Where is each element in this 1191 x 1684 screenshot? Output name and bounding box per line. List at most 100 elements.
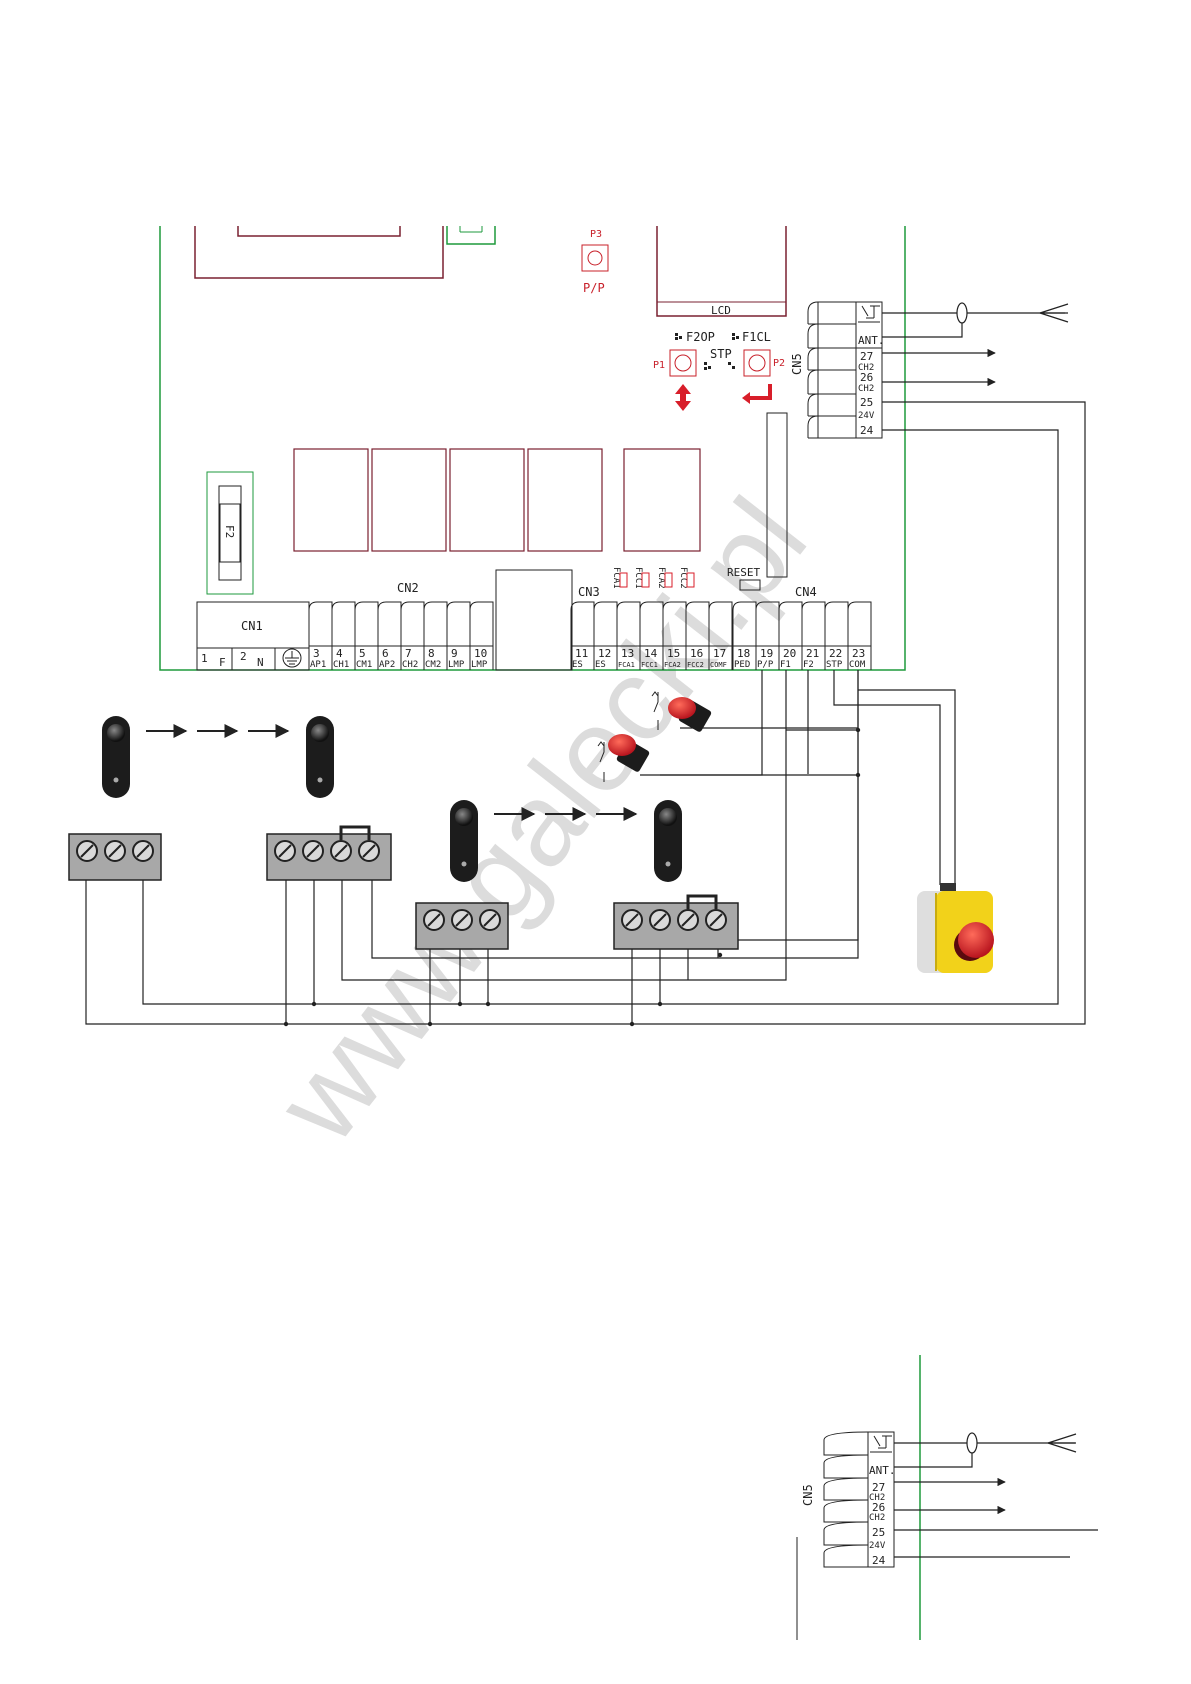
terminal-17-number: 17	[713, 647, 726, 660]
cn5-detail-27n: CH2	[869, 1493, 885, 1503]
cn5-terminal-labels: ANT. 27 CH2 26 CH2 25 24V 24	[858, 334, 885, 437]
relays	[293, 448, 701, 552]
enter-arrow-icon	[742, 384, 772, 404]
jumper-fca1: FCA1	[611, 567, 621, 589]
terminal-3-name: AP1	[310, 660, 326, 670]
jumper-fcc1: FCC1	[633, 567, 643, 589]
terminal-strip: 3AP14CH15CM16AP27CH28CM29LMP10LMP11ES12E…	[308, 601, 872, 670]
terminal-14-number: 14	[644, 647, 658, 660]
terminal-22-name: STP	[826, 660, 843, 670]
cn5-26-num: 26	[860, 371, 873, 384]
terminal-21-number: 21	[806, 647, 819, 660]
terminal-9-number: 9	[451, 647, 458, 660]
cn5-detail-24: 24	[872, 1554, 886, 1567]
up-down-arrow-icon	[675, 384, 691, 411]
terminal-18-number: 18	[737, 647, 750, 660]
p2-button	[743, 349, 771, 377]
terminal-12-name: ES	[595, 660, 606, 670]
cn2-label: CN2	[397, 581, 419, 595]
terminal-10-number: 10	[474, 647, 487, 660]
reset-button	[739, 579, 761, 591]
jumper-fcc2: FCC2	[678, 567, 688, 589]
cn5-detail: CN5 ANT. 27 CH2 26 CH2 25 24V 24	[796, 1355, 1098, 1640]
terminal-12-number: 12	[598, 647, 611, 660]
cn1-1-num: 1	[201, 652, 208, 665]
terminal-15-number: 15	[667, 647, 680, 660]
terminal-17-name: COMF	[710, 661, 727, 669]
emergency-stop-button	[917, 883, 994, 973]
terminal-13-name: FCA1	[618, 661, 635, 669]
cn1-2-name: N	[257, 656, 264, 669]
terminal-4-name: CH1	[333, 660, 349, 670]
jumper-fca2: FCA2	[656, 567, 666, 589]
photocell-tx-2	[450, 800, 478, 882]
terminal-14-name: FCC1	[641, 661, 658, 669]
wires	[85, 302, 1086, 1025]
jumper-wire	[339, 825, 371, 840]
photocell-rx-1	[306, 716, 334, 798]
terminal-6-number: 6	[382, 647, 389, 660]
cn5-detail-26: 26	[872, 1501, 885, 1514]
cn1-2-num: 2	[240, 650, 247, 663]
cn1-label: CN1	[241, 619, 263, 633]
push-button-pp	[597, 734, 650, 782]
f2op-label: F2OP	[686, 330, 715, 344]
photocell-terminal-block-4	[613, 894, 739, 950]
reset-label: RESET	[727, 566, 760, 579]
cn5-detail-26n: CH2	[869, 1513, 885, 1523]
fuse: F2	[206, 471, 254, 595]
p1-button	[669, 349, 697, 377]
p3-button	[581, 244, 609, 272]
wire-junctions	[283, 727, 861, 1027]
terminal-7-number: 7	[405, 647, 412, 660]
terminal-8-number: 8	[428, 647, 435, 660]
p3-label: P3	[590, 229, 602, 240]
cn5-detail-25: 25	[872, 1526, 885, 1539]
terminal-10-name: LMP	[471, 660, 488, 670]
control-board: P3 P/P LCD F2OP F1CL STP P1 P2	[159, 226, 906, 671]
p1-label: P1	[653, 360, 665, 371]
cn5-26-name: CH2	[858, 384, 874, 394]
terminal-18-name: PED	[734, 660, 750, 670]
terminal-23-name: COM	[849, 660, 866, 670]
cn5-detail-ant: ANT.	[869, 1464, 896, 1477]
cn5-terminal-block	[807, 301, 883, 439]
terminal-19: 19P/P	[755, 601, 780, 670]
photocell-terminal-block-2	[266, 825, 392, 881]
photocell-terminal-block-1	[68, 833, 162, 881]
pp-label: P/P	[583, 281, 605, 295]
photocell-tx-1	[102, 716, 130, 798]
terminal-21-name: F2	[803, 660, 814, 670]
antenna-symbol-icon	[858, 305, 880, 323]
p2-label: P2	[773, 358, 785, 369]
terminal-19-number: 19	[760, 647, 773, 660]
jumpers: FCA1 FCC1 FCA2 FCC2	[611, 567, 695, 589]
terminal-9-name: LMP	[448, 660, 465, 670]
terminal-6-name: AP2	[379, 660, 395, 670]
terminal-4-number: 4	[336, 647, 343, 660]
photocell-terminal-block-3	[415, 902, 509, 950]
cn5-27-name: CH2	[858, 363, 874, 373]
terminal-16-number: 16	[690, 647, 703, 660]
fuse-label: F2	[223, 525, 236, 538]
cn1-terminal-block: CN1 1 F 2 N	[196, 601, 310, 671]
stp-label: STP	[710, 347, 732, 361]
terminal-5-number: 5	[359, 647, 366, 660]
